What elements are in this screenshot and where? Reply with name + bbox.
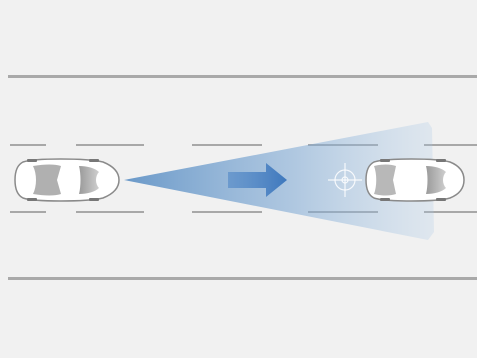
road-edge-top	[8, 75, 477, 78]
road-edge-bottom	[8, 277, 477, 280]
car-top-view-icon	[15, 159, 119, 201]
car-top-view-icon	[366, 159, 464, 201]
